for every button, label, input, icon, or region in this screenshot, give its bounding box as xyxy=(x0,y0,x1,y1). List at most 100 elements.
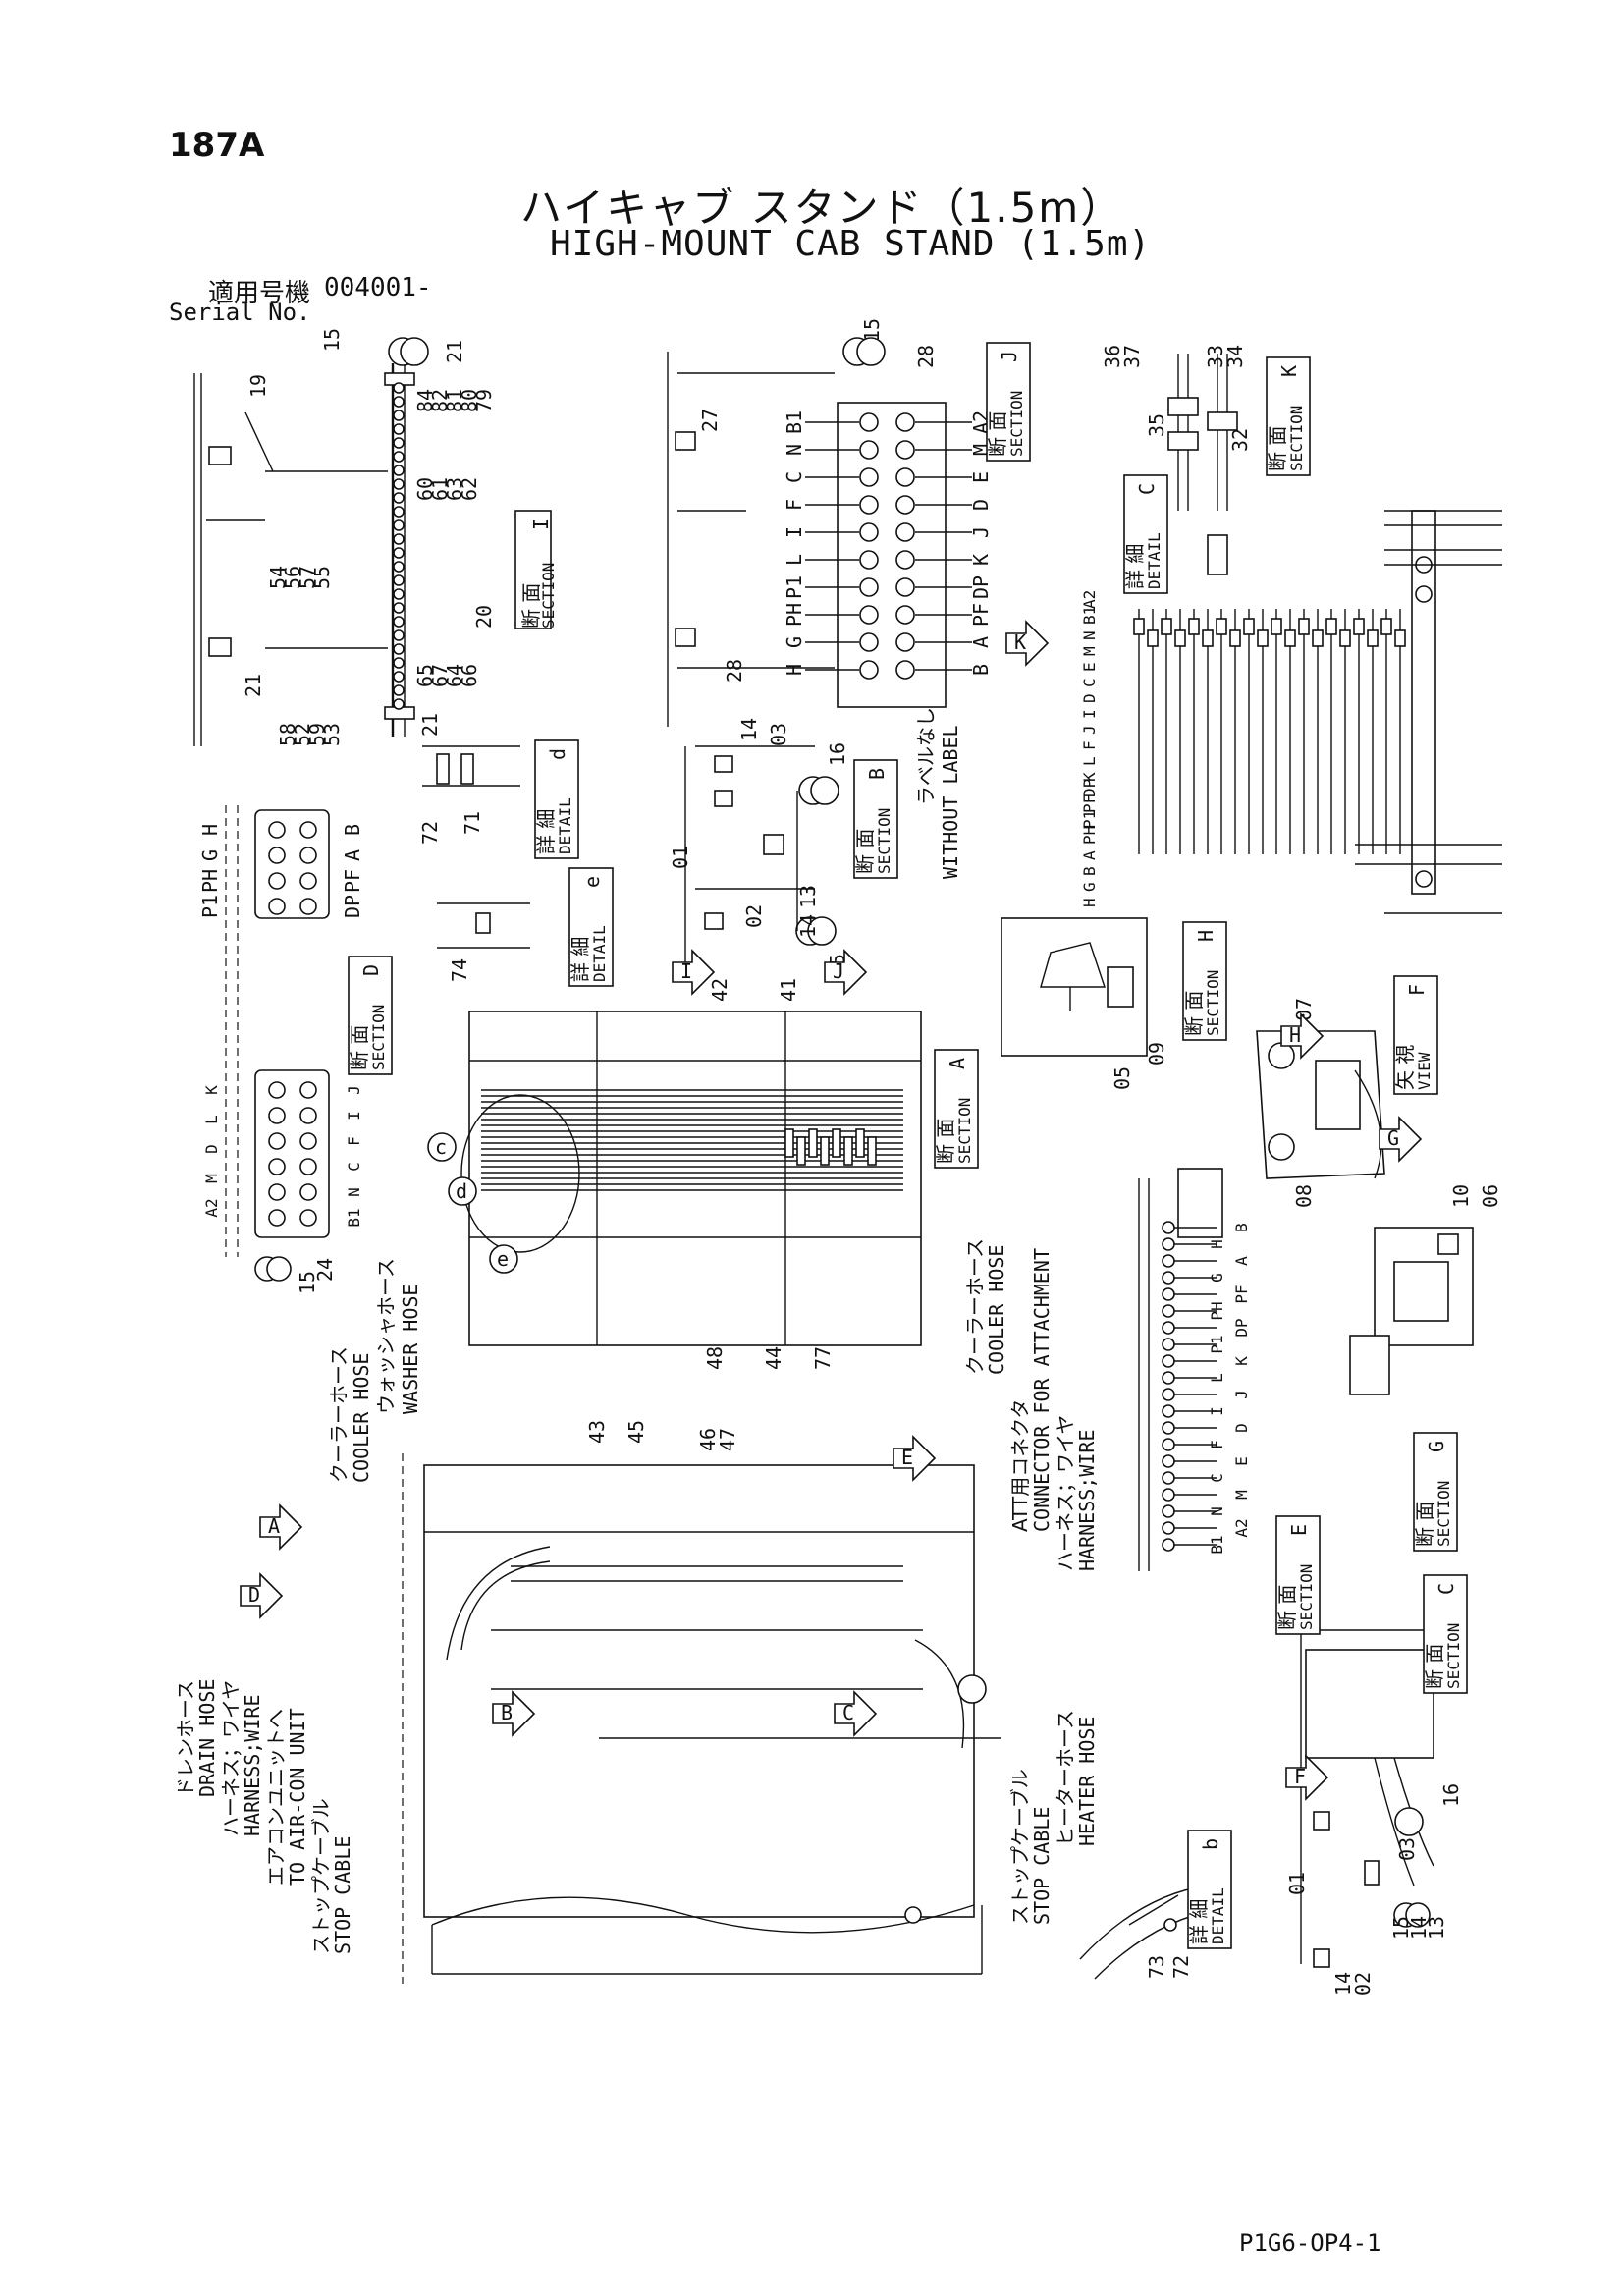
part-number: 65 xyxy=(413,664,437,687)
part-number: 15 xyxy=(296,1271,319,1294)
svg-text:DETAIL: DETAIL xyxy=(1145,532,1163,589)
bolt-icon xyxy=(393,492,405,504)
port-icon xyxy=(299,1158,317,1175)
part-number: 81 xyxy=(443,389,466,412)
port-icon xyxy=(299,1081,317,1099)
svg-text:ウォッシャホース: ウォッシャホース xyxy=(374,1258,398,1414)
part-number: 13 xyxy=(1425,1916,1448,1940)
port-icon xyxy=(299,821,317,839)
port-icon xyxy=(1162,1504,1175,1518)
port-letter: B1 xyxy=(1080,606,1099,625)
part-number: 72 xyxy=(1169,1955,1193,1979)
section-a-view: c d e xyxy=(427,1011,922,1346)
svg-text:DETAIL: DETAIL xyxy=(1209,1887,1227,1944)
port-letter: I xyxy=(1080,709,1099,719)
svg-text:DRAIN HOSE: DRAIN HOSE xyxy=(195,1679,219,1797)
port-icon xyxy=(1162,1304,1175,1318)
port-letter: A2 xyxy=(1232,1518,1251,1537)
svg-text:SECTION: SECTION xyxy=(1287,406,1306,471)
bolt-icon xyxy=(393,478,405,490)
port-icon xyxy=(268,1158,286,1175)
drawing-code: P1G6-OP4-1 xyxy=(1239,2229,1381,2257)
port-icon xyxy=(1162,1521,1175,1535)
part-number: 05 xyxy=(1110,1066,1134,1090)
svg-text:SECTION: SECTION xyxy=(1444,1623,1463,1689)
svg-text:詳 細: 詳 細 xyxy=(1123,544,1147,589)
port-letter: B xyxy=(1232,1223,1251,1232)
part-number: 47 xyxy=(716,1428,739,1451)
detail-d-label: 詳 細 DETAIL d xyxy=(534,739,579,859)
port-letter: A xyxy=(969,636,993,648)
port-icon xyxy=(299,1132,317,1150)
port-letter: N xyxy=(783,444,806,456)
part-number: 73 xyxy=(1145,1955,1168,1979)
page-title-japanese: ハイキャブ スタンド（1.5m） xyxy=(520,184,1124,232)
port-letter: F xyxy=(345,1136,363,1146)
part-number: 79 xyxy=(472,389,496,412)
port-letter: PF xyxy=(969,603,993,627)
part-number: 14 xyxy=(796,914,820,938)
part-number: 82 xyxy=(428,389,452,412)
part-number: 77 xyxy=(811,1346,835,1370)
port-icon xyxy=(1162,1321,1175,1335)
port-icon xyxy=(859,412,879,432)
svg-text:K: K xyxy=(1014,630,1026,654)
svg-text:C: C xyxy=(842,1701,854,1724)
bolt-icon xyxy=(393,451,405,463)
port-letter: DP xyxy=(969,575,993,599)
port-letter: D xyxy=(202,1144,221,1154)
section-d-label: 断 面 SECTION D xyxy=(348,956,393,1075)
detail-d-e-view xyxy=(422,745,530,949)
part-number: 15 xyxy=(1389,1916,1413,1940)
port-letter: PH xyxy=(783,603,806,627)
svg-text:F: F xyxy=(1405,984,1429,996)
port-icon xyxy=(268,821,286,839)
port-letter: M xyxy=(1080,646,1099,656)
svg-text:ストップケーブル: ストップケーブル xyxy=(309,1798,333,1954)
part-number: 16 xyxy=(1439,1783,1463,1807)
part-number: 27 xyxy=(698,409,722,432)
part-number: 52 xyxy=(291,723,314,746)
svg-text:エアコンユニットへ: エアコンユニットへ xyxy=(264,1709,288,1886)
part-number: 16 xyxy=(826,742,849,766)
port-letter: J xyxy=(345,1085,363,1095)
port-letter: B xyxy=(1080,866,1099,876)
port-icon xyxy=(859,440,879,460)
section-j-label: 断 面 SECTION J xyxy=(986,342,1031,462)
port-icon xyxy=(299,1183,317,1201)
svg-text:断 面: 断 面 xyxy=(1182,991,1206,1036)
svg-text:c: c xyxy=(435,1135,447,1159)
page-number: 187A xyxy=(169,126,265,165)
view-arrow-icon: E xyxy=(893,1435,937,1482)
detail-e-label: 詳 細 DETAIL e xyxy=(568,867,614,987)
port-icon xyxy=(859,605,879,625)
section-c-view xyxy=(1300,1629,1434,1968)
svg-text:ハーネス；ワイヤ: ハーネス；ワイヤ xyxy=(219,1680,243,1836)
bolt-icon xyxy=(393,671,405,683)
port-letter: C xyxy=(783,471,806,483)
svg-text:C: C xyxy=(1135,483,1159,495)
port-letter: L xyxy=(1080,756,1099,766)
part-number: 08 xyxy=(1292,1184,1316,1208)
part-number: 03 xyxy=(1395,1837,1419,1861)
part-number: 80 xyxy=(458,389,481,412)
main-cab-stand-view xyxy=(402,1453,1001,1984)
port-icon xyxy=(859,577,879,597)
port-icon xyxy=(859,495,879,515)
svg-text:e: e xyxy=(580,876,604,888)
section-c-label: 断 面 SECTION C xyxy=(1423,1574,1468,1694)
svg-text:H: H xyxy=(1194,930,1217,942)
svg-text:B: B xyxy=(501,1701,513,1724)
port-letter: K xyxy=(202,1085,221,1095)
section-h-label: 断 面 SECTION H xyxy=(1182,921,1227,1041)
view-arrow-icon: F xyxy=(1285,1754,1329,1801)
svg-text:クーラーホース: クーラーホース xyxy=(327,1346,351,1483)
port-icon xyxy=(299,1107,317,1124)
hose-labels-left-bottom: ドレンホース DRAIN HOSE ハーネス；ワイヤ HARNESS;WIRE … xyxy=(174,1679,354,1954)
part-number: 14 xyxy=(1407,1916,1431,1940)
part-number: 63 xyxy=(443,477,466,501)
svg-text:e: e xyxy=(497,1247,509,1271)
port-icon xyxy=(1162,1287,1175,1301)
svg-text:ドレンホース: ドレンホース xyxy=(174,1680,197,1797)
